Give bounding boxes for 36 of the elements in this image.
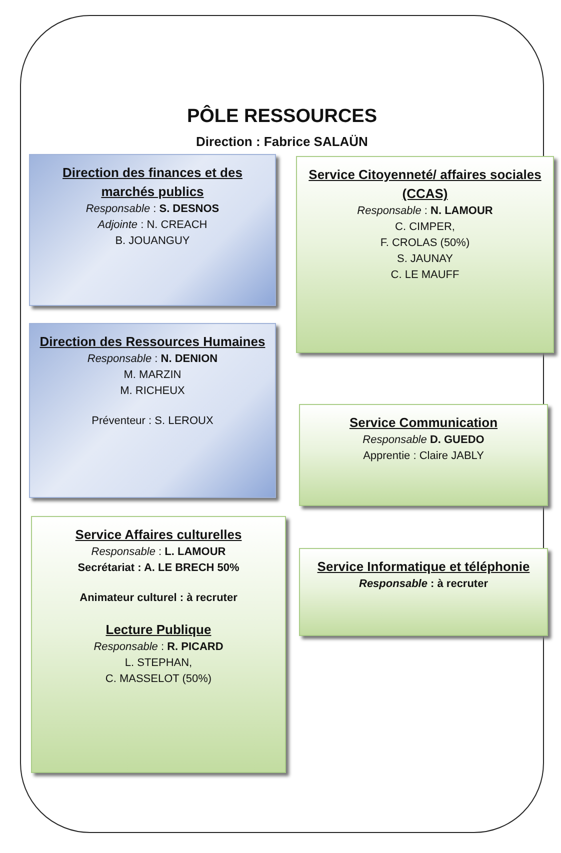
director-name: Direction : Fabrice SALAÜN: [195, 134, 369, 149]
department-box: [29, 323, 276, 498]
staff-line: Responsable : L. LAMOUR: [90, 545, 227, 560]
staff-line: B. JOUANGUY: [114, 234, 191, 249]
staff-line: Responsable : S. DESNOS: [84, 202, 220, 217]
department-heading: Service Informatique et téléphonie: [316, 558, 531, 576]
department-heading: Direction des finances et des marchés publics: [62, 164, 244, 201]
staff-line: Responsable : R. PICARD: [92, 640, 224, 655]
department-heading: Service Affaires culturelles: [74, 526, 243, 544]
staff-line: Responsable : N. DENION: [86, 352, 219, 367]
staff-line: Responsable D. GUEDO: [362, 433, 486, 448]
department-box: [29, 154, 276, 306]
staff-line: M. MARZIN: [122, 368, 182, 383]
staff-line: F. CROLAS (50%): [379, 236, 471, 251]
department-heading: Direction des Ressources Humaines: [38, 333, 266, 351]
department-box: [31, 516, 286, 773]
department-box: [299, 548, 548, 636]
pole-title: PÔLE RESSOURCES: [186, 106, 378, 128]
staff-line: Adjointe : N. CREACH: [96, 218, 208, 233]
staff-line: Responsable : N. LAMOUR: [356, 204, 494, 219]
department-box: [299, 404, 548, 506]
staff-line: Apprentie : Claire JABLY: [362, 449, 485, 464]
staff-line: Préventeur : S. LEROUX: [90, 414, 214, 429]
staff-line: L. STEPHAN,: [124, 656, 194, 671]
staff-line: Responsable : à recruter: [358, 577, 489, 592]
staff-line: C. LE MAUFF: [390, 268, 460, 283]
department-box: [296, 156, 554, 353]
department-heading: Service Communication: [348, 414, 499, 432]
department-heading: Service Citoyenneté/ affaires sociales (CCAS): [308, 166, 542, 203]
department-heading: Lecture Publique: [104, 621, 212, 639]
staff-line: S. JAUNAY: [396, 252, 454, 267]
staff-line: C. MASSELOT (50%): [104, 672, 213, 687]
staff-line: M. RICHEUX: [119, 384, 186, 399]
staff-line: Secrétariat : A. LE BRECH 50%: [76, 561, 240, 576]
staff-line: Animateur culturel : à recruter: [78, 591, 238, 606]
staff-line: C. CIMPER,: [394, 220, 456, 235]
